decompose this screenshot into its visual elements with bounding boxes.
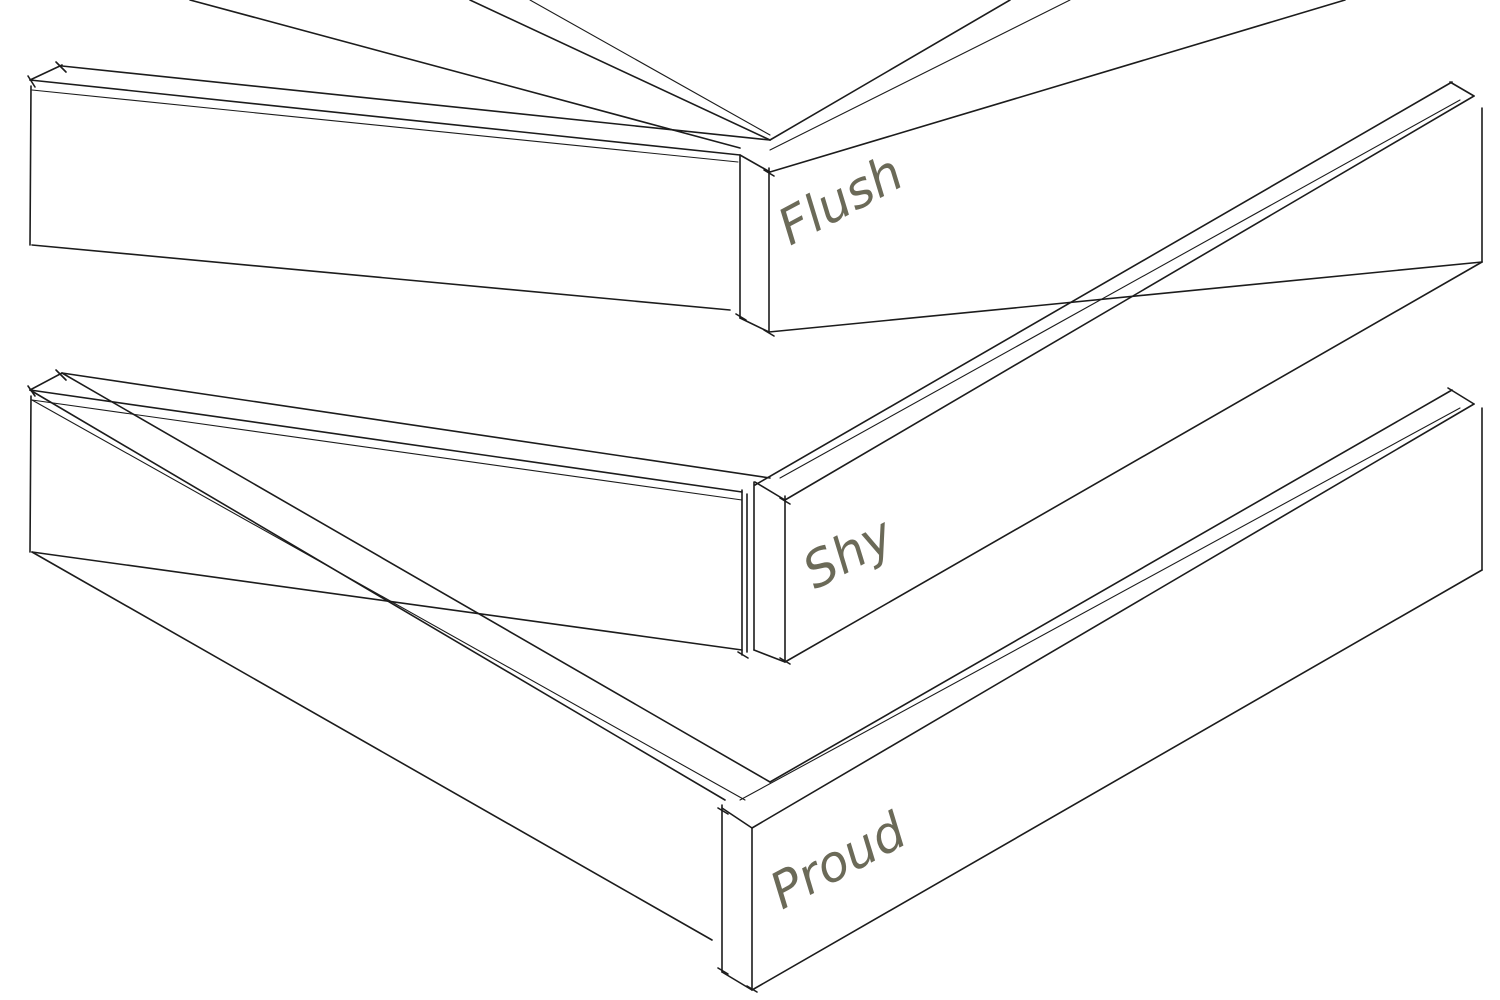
proud-left-board xyxy=(29,372,771,975)
shy-right-board xyxy=(753,81,1483,665)
proud-joint xyxy=(29,372,1483,993)
label-shy: Shy xyxy=(793,505,904,601)
flush-joint xyxy=(27,0,1483,337)
flush-right-board xyxy=(739,0,1483,337)
proud-right-board xyxy=(721,387,1483,993)
shy-joint xyxy=(27,81,1483,665)
shy-left-board xyxy=(27,369,771,659)
flush-left-board xyxy=(27,0,771,321)
label-proud: Proud xyxy=(760,801,915,920)
label-flush: Flush xyxy=(768,143,912,256)
